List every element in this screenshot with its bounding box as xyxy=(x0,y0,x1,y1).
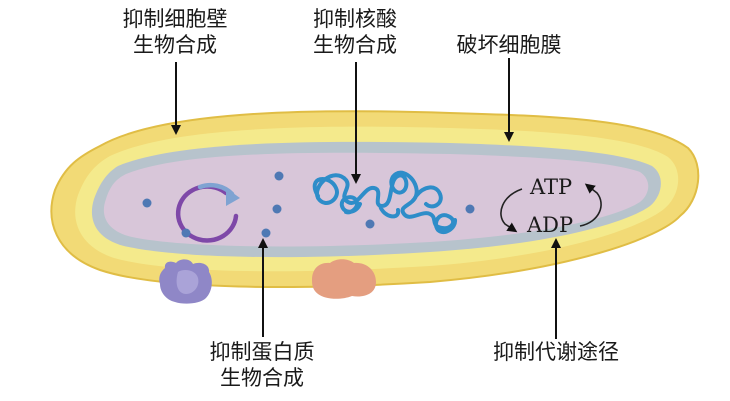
nucleic-acid-label-line1: 抑制核酸 xyxy=(313,7,397,31)
surface-protein-icon xyxy=(312,259,376,299)
protein-label-line1: 抑制蛋白质 xyxy=(210,340,315,364)
cell-wall-label-line2: 生物合成 xyxy=(133,33,217,57)
adp-label: ADP xyxy=(526,213,573,237)
ribosomes xyxy=(142,171,475,238)
dna-nucleoid xyxy=(312,170,457,235)
ribosome xyxy=(465,204,475,214)
nucleic-acid-label-line2: 生物合成 xyxy=(313,33,397,57)
ribosome xyxy=(261,228,271,238)
porin-core xyxy=(176,270,199,294)
pointer-arrows xyxy=(171,58,561,339)
atp-adp-cycle: ATP ADP xyxy=(500,175,602,237)
ribosome xyxy=(142,198,152,208)
atp-label: ATP xyxy=(529,175,572,199)
plasmid xyxy=(175,182,240,243)
ribosome xyxy=(274,171,284,181)
cell-wall-label-line1: 抑制细胞壁 xyxy=(123,7,228,31)
ribosome xyxy=(181,228,191,238)
ribosome xyxy=(272,204,282,214)
ribosome xyxy=(365,219,375,229)
membrane-label: 破坏细胞膜 xyxy=(457,33,562,57)
metabolism-label: 抑制代谢途径 xyxy=(493,340,619,364)
protein-label-line2: 生物合成 xyxy=(220,366,304,390)
cycle-arrow-left-icon xyxy=(500,188,523,233)
cycle-arrow-right-icon xyxy=(579,183,602,227)
labels: 抑制细胞壁 生物合成 抑制核酸 生物合成 破坏细胞膜 抑制蛋白质 生物合成 抑制… xyxy=(123,7,620,390)
membrane-proteins xyxy=(159,259,376,304)
plasmid-arrowhead-icon xyxy=(226,188,240,206)
